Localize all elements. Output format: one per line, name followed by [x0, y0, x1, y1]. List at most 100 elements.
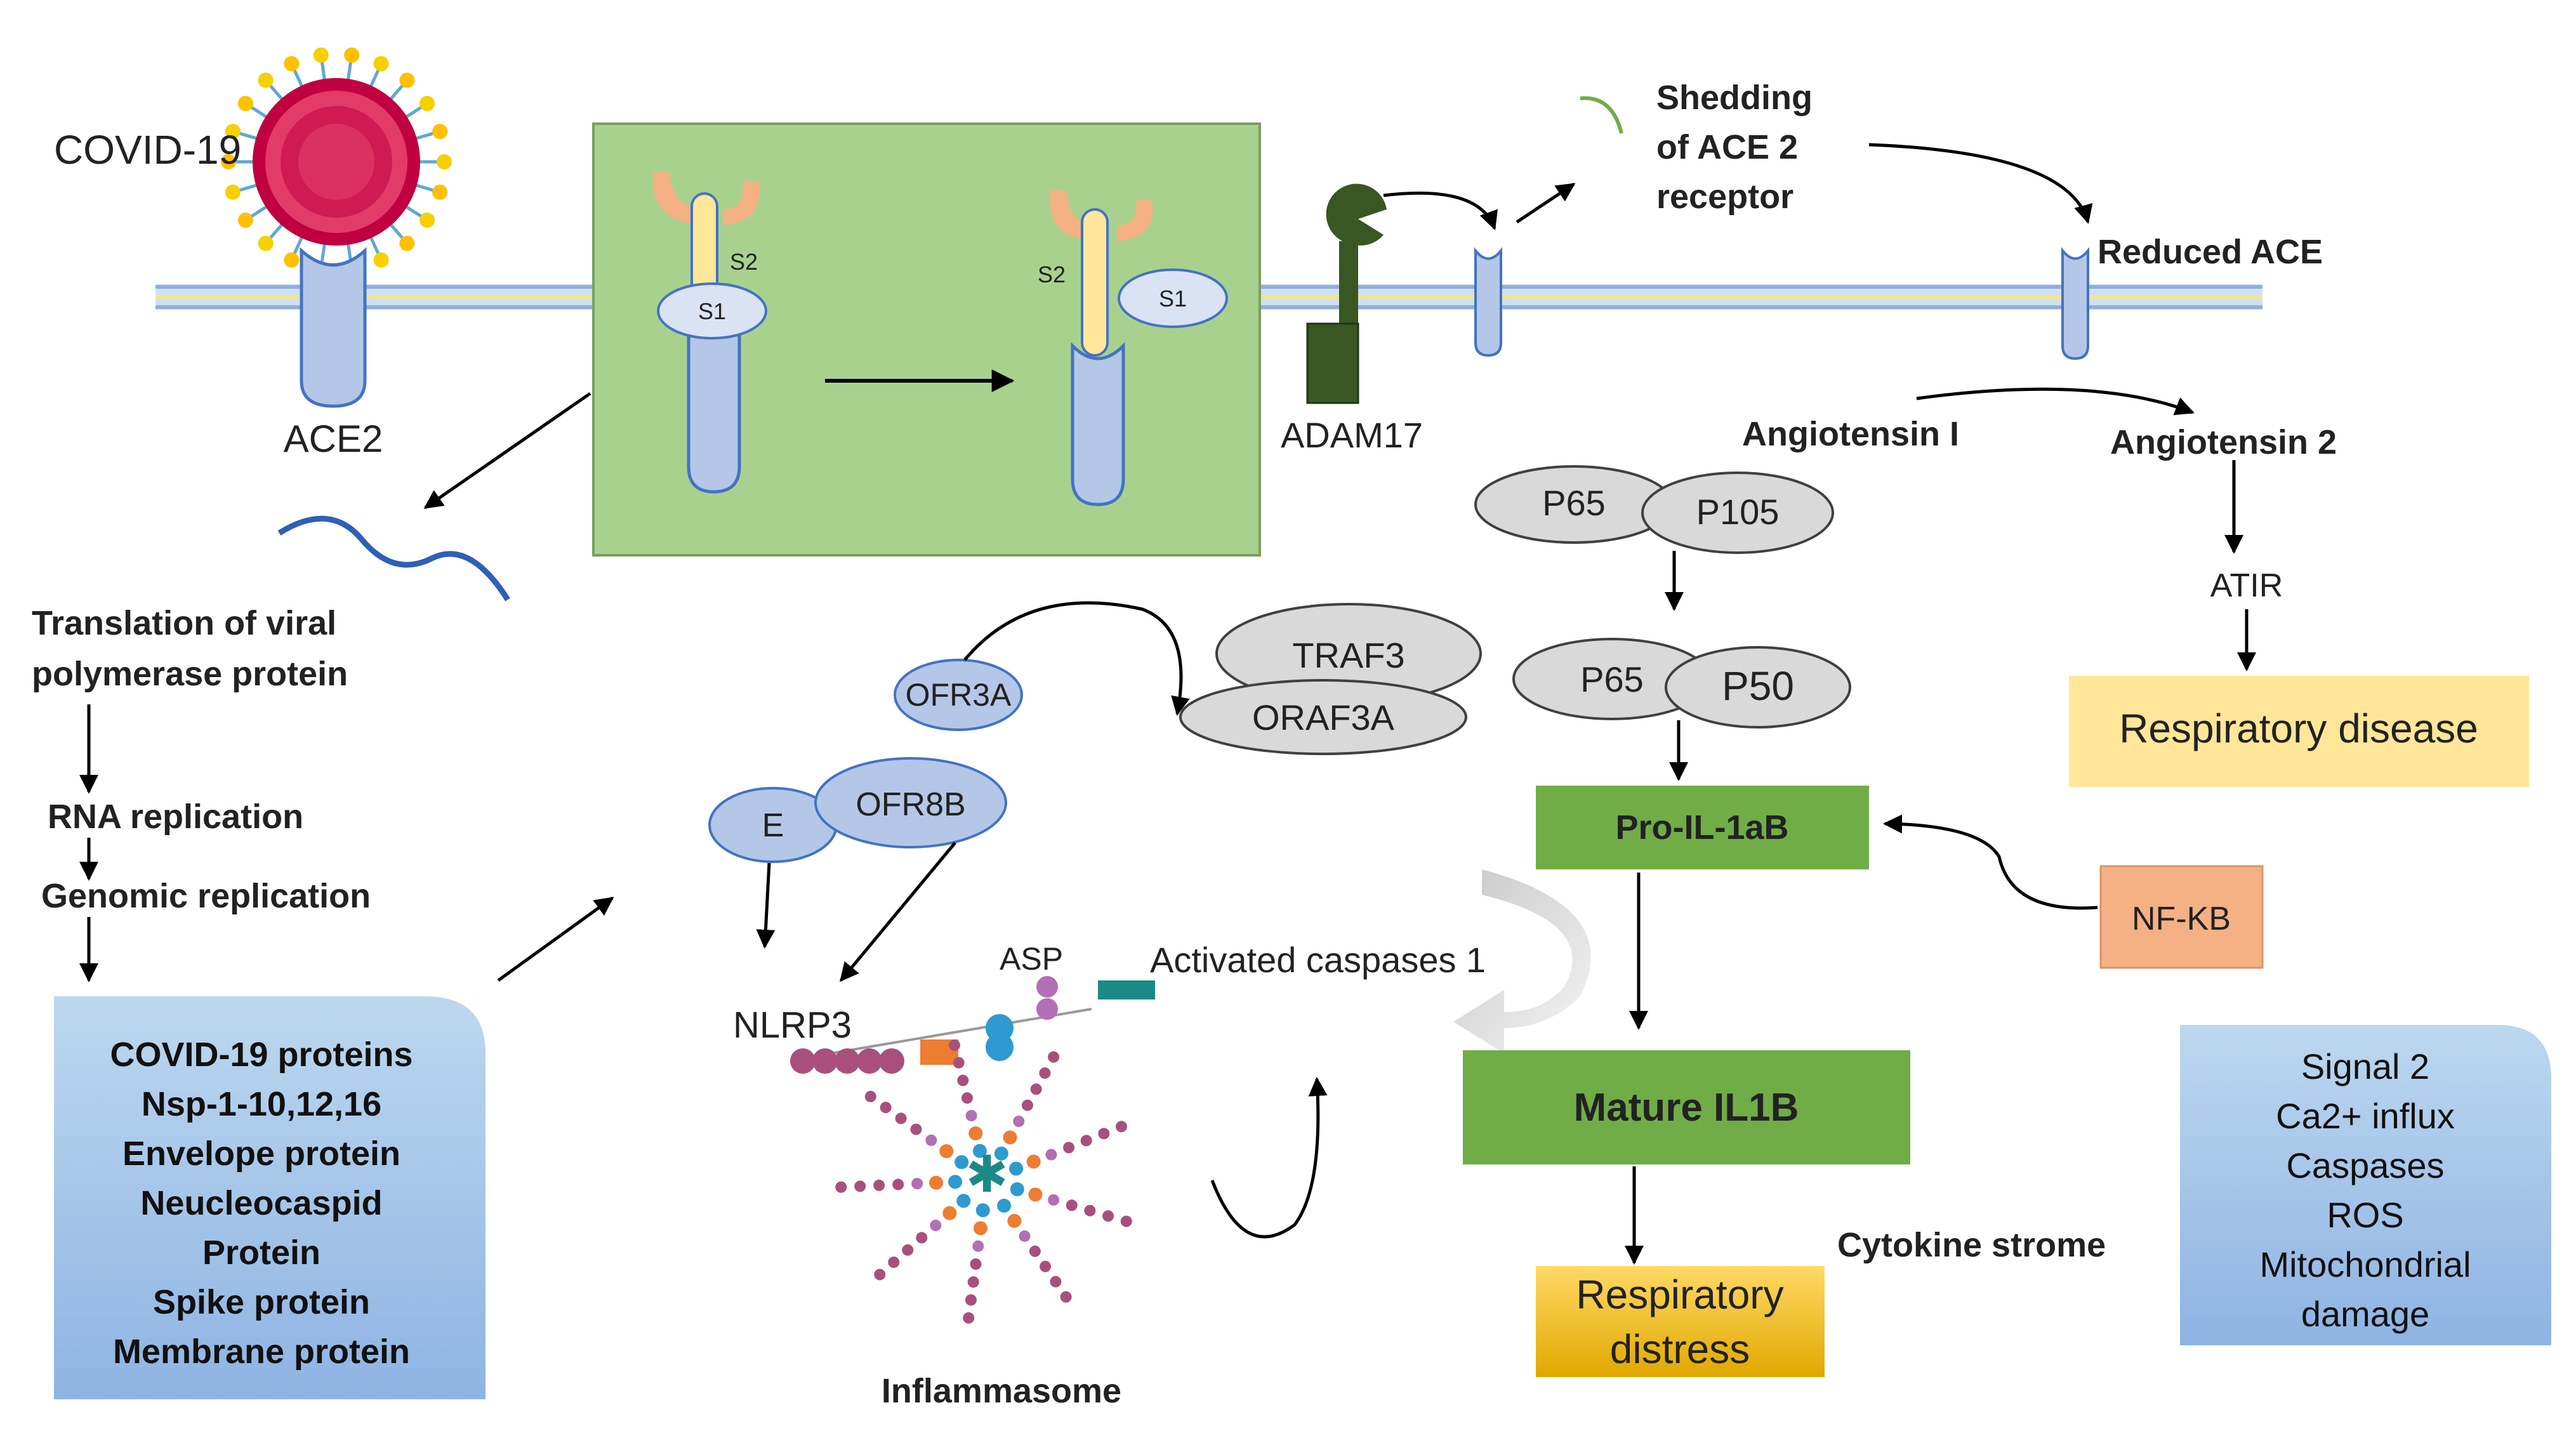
nlrp3-label: NLRP3: [733, 1005, 852, 1046]
inflammasome-bead-0-3: [1066, 1199, 1078, 1211]
virus-spike-tip-13: [237, 96, 253, 112]
p50-ellipse: [1665, 646, 1851, 729]
inflammasome-bead-6-4: [957, 1074, 969, 1086]
inflammasome-bead-2-0: [975, 1203, 990, 1218]
inflammasome-bead-2-1: [973, 1221, 987, 1236]
covid-proteins-box: [54, 996, 485, 1399]
inflammasome-bead-5-6: [864, 1090, 876, 1102]
shedding-label-1: Shedding: [1656, 79, 1813, 117]
virus-icon: [221, 47, 452, 277]
inflammasome-bead-2-5: [965, 1294, 977, 1306]
inflammasome-bead-5-3: [910, 1123, 922, 1135]
p65-label-2: P65: [1580, 659, 1644, 699]
inflammasome-bead-7-3: [1021, 1099, 1033, 1111]
virus-spike-tip-16: [313, 47, 329, 63]
inflammasome-bead-0-1: [1028, 1187, 1043, 1202]
asp-label: ASP: [1000, 941, 1063, 977]
virus-spike-tip-3: [399, 235, 415, 251]
inflammasome-bead-5-0: [954, 1155, 969, 1170]
ofr3a-label: OFR3A: [906, 677, 1012, 713]
virus-spike-tip-21: [432, 124, 448, 140]
virus-spike-tip-11: [221, 154, 236, 169]
virus-spike-tip-12: [225, 124, 241, 140]
virus-label: COVID-19: [54, 127, 241, 173]
ofr8b-ellipse: [814, 757, 1007, 848]
inflammasome-bead-8-1: [1026, 1154, 1041, 1169]
genomic-replication-label: Genomic replication: [41, 877, 371, 915]
ofr8b-label: OFR8B: [855, 786, 965, 823]
spike-protein-cleaved: [1049, 190, 1228, 506]
inflammasome-bead-7-2: [1013, 1116, 1025, 1128]
p105-ellipse: [1641, 472, 1834, 554]
reduced-ace-label: Reduced ACE: [2097, 233, 2323, 271]
reduced-ace-receptor: [2061, 247, 2089, 360]
virus-spike-tip-14: [258, 72, 274, 88]
inflammasome-bead-4-4: [873, 1179, 885, 1191]
inflammasome-bead-7-4: [1030, 1083, 1042, 1095]
inflammasome-bead-0-6: [1120, 1215, 1132, 1227]
s2-label-1: S2: [730, 249, 758, 275]
respiratory-distress-box: [1536, 1266, 1825, 1377]
inflammasome-bead-8-6: [1116, 1121, 1128, 1133]
signal2-box: [2180, 1025, 2551, 1345]
inflammasome-bead-6-0: [972, 1144, 987, 1158]
covid-protein-line-2: Envelope protein: [122, 1135, 400, 1173]
atir-label: ATIR: [2210, 567, 2283, 604]
mature-il-box: [1463, 1050, 1910, 1164]
inflammasome-bead-4-6: [835, 1181, 847, 1193]
panel-to-rna-arrow: [423, 392, 591, 510]
activated-caspases-label: Activated caspases 1: [1150, 940, 1486, 980]
translation-label-1: Translation of viral: [32, 604, 336, 642]
ace2-label: ACE2: [284, 418, 383, 460]
inflammasome-bead-3-6: [874, 1269, 886, 1281]
s1-label-1: S1: [698, 298, 726, 324]
traf3-label: TRAF3: [1292, 635, 1404, 675]
signal2-line-5: damage: [2301, 1294, 2429, 1334]
inflammasome-bead-2-4: [967, 1276, 979, 1288]
caspase-processing-curve-icon: [1453, 869, 1591, 1053]
inflammasome-bead-4-3: [892, 1178, 904, 1190]
inflammasome-label: Inflammasome: [882, 1372, 1121, 1410]
nfkb-to-proil-arrow: [1883, 814, 2098, 910]
nlrp3-complex-icon: [790, 976, 1155, 1074]
inflammasome-bead-3-4: [902, 1244, 914, 1256]
covid-protein-line-5: Spike protein: [153, 1283, 370, 1321]
inflammasome-bead-5-5: [880, 1102, 892, 1114]
inflammasome-bead-4-1: [929, 1175, 944, 1190]
nfkb-label: NF-KB: [2132, 900, 2231, 937]
angiotensin2-label: Angiotensin 2: [2110, 423, 2337, 461]
inflammasome-bead-1-3: [1029, 1245, 1041, 1257]
e-to-nlrp3-arrow: [756, 862, 776, 949]
oraf3a-label: ORAF3A: [1252, 697, 1395, 737]
pro-il-label: Pro-IL-1aB: [1615, 808, 1788, 847]
inflammasome-bead-2-2: [972, 1240, 984, 1252]
inflammasome-bead-6-1: [968, 1126, 983, 1140]
shedding-label-3: receptor: [1656, 178, 1793, 216]
shedding-arrow: [1516, 182, 1576, 224]
covid-protein-line-1: Nsp-1-10,12,16: [142, 1085, 381, 1123]
adam17-label: ADAM17: [1281, 415, 1423, 455]
translation-label-2: polymerase protein: [32, 655, 348, 693]
inflammasome-bead-7-0: [994, 1146, 1008, 1161]
inflammasome-bead-3-0: [956, 1194, 971, 1208]
inflammasome-bead-3-3: [916, 1232, 928, 1244]
inflammasome-bead-0-4: [1084, 1204, 1096, 1217]
inflammasome-bead-8-3: [1063, 1142, 1075, 1154]
nfkb-box: [2099, 865, 2264, 969]
inflammasome-bead-5-1: [939, 1144, 954, 1159]
s1-label-2: S1: [1159, 286, 1187, 312]
virus-spike-tip-17: [344, 47, 360, 63]
covid-protein-line-3: Neucleocaspid: [140, 1184, 382, 1222]
inflammasome-bead-5-2: [925, 1134, 937, 1146]
spike-protein-binding: [653, 171, 767, 494]
svg-text:✱: ✱: [965, 1145, 1008, 1204]
covid-protein-line-6: Membrane protein: [113, 1333, 410, 1371]
p65-label-1: P65: [1542, 483, 1606, 523]
reduced-ace-arrow: [1868, 143, 2093, 224]
inflammasome-bead-5-4: [895, 1112, 907, 1124]
inflammasome-bead-1-5: [1050, 1276, 1062, 1288]
virus-spike-tip-4: [373, 252, 389, 268]
signal2-line-0: Signal 2: [2301, 1046, 2429, 1086]
inflammasome-bead-4-0: [948, 1175, 963, 1189]
covid-protein-line-4: Protein: [202, 1234, 320, 1272]
